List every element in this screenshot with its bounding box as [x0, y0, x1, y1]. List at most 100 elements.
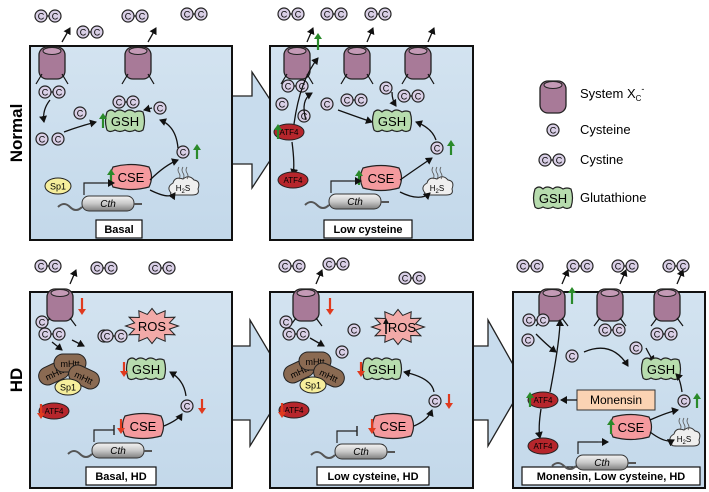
- cysteine-icon: C: [428, 394, 442, 408]
- cse-label: CSE: [618, 420, 645, 435]
- atf4-shape: [527, 437, 559, 455]
- transporter-top: [296, 289, 316, 297]
- cse-enzyme: CSE: [609, 413, 653, 441]
- transcription-line: [330, 180, 351, 193]
- system-xc-transporter: [404, 46, 432, 80]
- transcription-line: [93, 429, 114, 442]
- transcription-line: [577, 441, 598, 454]
- flow-arrow: [649, 407, 679, 421]
- regulation-head: [274, 124, 282, 130]
- cystine-circle-left: [277, 7, 291, 21]
- cth-gene: Cth: [57, 179, 142, 212]
- flow-arrow: [61, 27, 71, 43]
- down-regulation-arrow: [198, 399, 206, 414]
- flow-arrow: [71, 339, 85, 347]
- cystine-circle-left: [662, 259, 676, 273]
- dna-strand: [304, 201, 330, 209]
- transporter-top: [50, 289, 70, 297]
- cysteine-circle: [35, 132, 49, 146]
- flow-arrow: [535, 333, 557, 353]
- cysteine-circle: [521, 333, 535, 347]
- regulation-head: [120, 371, 128, 377]
- atf4-label: ATF4: [534, 442, 554, 451]
- atf4-factor: ATF4: [38, 402, 70, 420]
- h2s-cloud: H2S: [669, 417, 701, 447]
- cystine-letter-right: C: [94, 28, 101, 38]
- up-regulation-arrow: [693, 393, 701, 408]
- cystine-letter-left: C: [326, 260, 333, 270]
- row-label-normal: Normal: [7, 104, 26, 163]
- flow-arrow: [169, 371, 187, 397]
- cysteine-circle: [153, 101, 167, 115]
- cystine-circle-right: [48, 259, 62, 273]
- cysteine-letter: C: [681, 397, 688, 407]
- cysteine-letter: C: [550, 126, 557, 136]
- cystine-letter-right: C: [358, 96, 365, 106]
- transporter-top: [287, 47, 307, 55]
- gsh-label: GSH: [368, 362, 396, 377]
- cysteine-letter: C: [283, 318, 290, 328]
- regulation-head: [447, 140, 455, 146]
- cysteine-circle: [430, 141, 444, 155]
- cth-gene: Cth: [551, 438, 636, 471]
- cysteine-icon: C: [176, 145, 190, 159]
- flow-arrow: [534, 408, 543, 439]
- cse-label: CSE: [380, 419, 407, 434]
- legend-cysteine-icon: C: [546, 123, 560, 137]
- sp1-shape: [54, 378, 82, 396]
- cysteine-icon: C: [51, 132, 65, 146]
- transporter-tail: [280, 73, 288, 85]
- down-regulation-arrow: [120, 362, 128, 377]
- cystine-letter-left: C: [344, 96, 351, 106]
- cystine-letter-left: C: [38, 262, 45, 272]
- cystine-letter-right: C: [300, 330, 307, 340]
- regulation-head: [198, 408, 206, 414]
- cysteine-letter: C: [434, 144, 441, 154]
- cysteine-letter: C: [339, 348, 346, 358]
- cysteine-circle: [335, 345, 349, 359]
- ros-shape: [124, 307, 180, 345]
- sp1-shape: [44, 177, 72, 195]
- caption-text-p4: Low cysteine, HD: [327, 471, 418, 483]
- cystine-circle-right: [194, 7, 208, 21]
- cystine-circle-left: [34, 259, 48, 273]
- atf4-label: ATF4: [285, 406, 305, 415]
- cysteine-letter: C: [324, 100, 331, 110]
- flow-arrow: [561, 269, 570, 285]
- transporter-tail: [427, 73, 435, 85]
- cystine-letter-right: C: [680, 262, 687, 272]
- legend-transporter: [539, 80, 567, 114]
- cse-enzyme: CSE: [121, 412, 165, 440]
- sp1-factor: Sp1: [299, 376, 327, 394]
- regulation-head: [445, 403, 453, 409]
- cysteine-letter: C: [77, 109, 84, 119]
- gsh-label: GSH: [647, 362, 675, 377]
- flow-arrow: [293, 57, 319, 125]
- up-regulation-arrow: [568, 287, 576, 304]
- down-regulation-arrow: [357, 362, 365, 377]
- cth-label: Cth: [353, 447, 369, 458]
- cystine-circle-left: [34, 9, 48, 23]
- system-xc-transporter: [283, 46, 311, 80]
- cystine-letter-left: C: [324, 10, 331, 20]
- cystine-circle-right: [90, 25, 104, 39]
- sp1-factor: Sp1: [54, 378, 82, 396]
- cystine-letter-left: C: [282, 262, 289, 272]
- ros-burst: ROS: [124, 307, 180, 345]
- cysteine-circle: [379, 81, 393, 95]
- cystine-letter-right: C: [295, 10, 302, 20]
- up-regulation-arrow: [447, 140, 455, 155]
- gsh-shape: [361, 357, 403, 381]
- sp1-label: Sp1: [60, 383, 76, 393]
- cystine-letter-left: C: [116, 98, 123, 108]
